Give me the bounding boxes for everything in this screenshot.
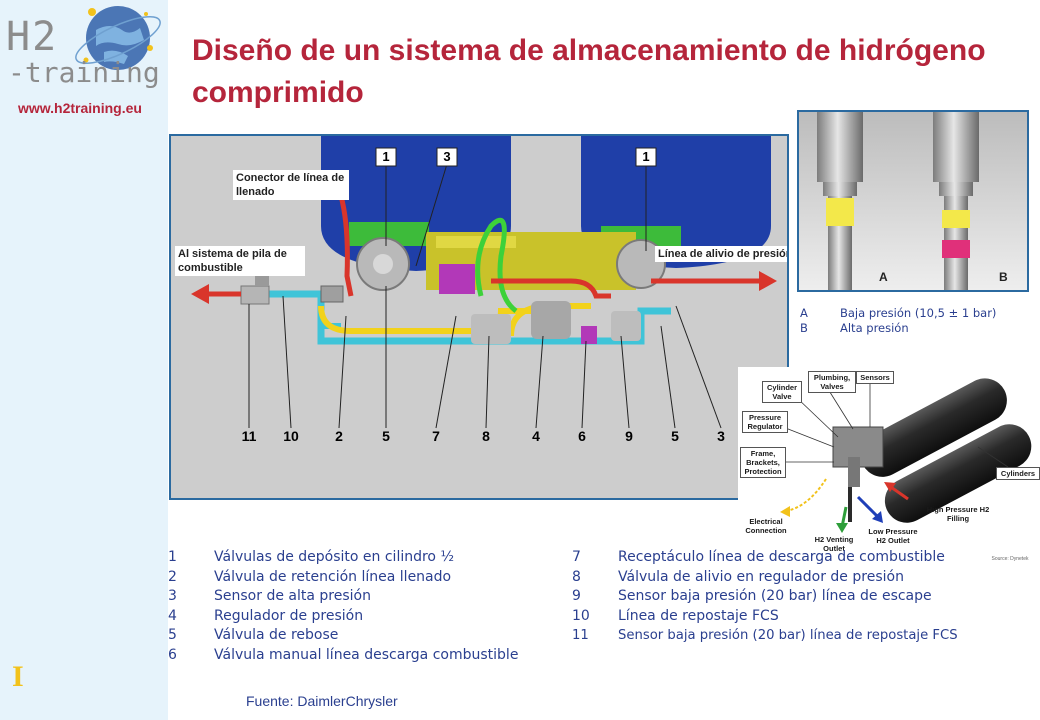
legend-item: 4 Regulador de presión (168, 607, 518, 627)
legend-text: Regulador de presión (214, 607, 364, 624)
tank-system-figure: Cylinder Valve Plumbing, Valves Sensors … (738, 367, 1040, 567)
bottom-number-9: 9 (625, 428, 633, 444)
tank-figure-source: Source: Dynetek (991, 556, 1029, 562)
tank-label-cylinders: Cylinders (996, 467, 1040, 480)
bottom-number-10: 10 (283, 428, 299, 444)
legend-text: Válvula de rebose (214, 627, 339, 643)
legend-num: 2 (168, 568, 177, 585)
page-title: Diseño de un sistema de almacenamiento d… (192, 34, 986, 109)
top-number-3: 3 (443, 149, 451, 164)
legend-text: Válvula de retención línea llenado (214, 568, 452, 585)
bottom-number-6: 6 (578, 428, 586, 444)
logo-url-link[interactable]: www.h2training.eu (18, 100, 142, 116)
pressure-legend-a-text: Baja presión (10,5 ± 1 bar) (840, 306, 997, 320)
top-number-1: 1 (382, 149, 390, 164)
legend-text: Válvula manual línea descarga combustibl… (214, 646, 519, 663)
legend-text: Sensor baja presión (20 bar) línea de re… (618, 628, 958, 643)
top-number-labels (375, 147, 657, 167)
legend-num: 10 (572, 607, 590, 624)
globe-logo-icon (75, 6, 161, 70)
bottom-number-5: 5 (382, 428, 390, 444)
legend-num: 4 (168, 607, 177, 624)
bottom-number-8: 8 (482, 428, 490, 444)
logo-h2-text: H2 (6, 14, 59, 60)
bottom-number-5b: 5 (671, 428, 679, 444)
tank-label-plumbing: Plumbing, Valves (808, 371, 856, 393)
pressure-legend-b: B Alta presión (800, 321, 909, 335)
legend-item: 11 Sensor baja presión (20 bar) línea de … (572, 626, 958, 646)
pressure-legend-b-key: B (800, 321, 808, 335)
legend-num: 1 (168, 549, 177, 565)
tank-label-high-pressure: High Pressure H2 Filling (926, 505, 990, 523)
legend-text: Sensor de alta presión (214, 588, 371, 604)
callout-filling-connector: Conector de línea de llenado (233, 170, 349, 200)
tank-cluster-illustration (738, 367, 1040, 567)
legend-text: Válvulas de depósito en cilindro ½ (214, 549, 455, 565)
storage-system-illustration (171, 136, 787, 498)
logo-training-text: -training (8, 56, 160, 89)
tank-label-venting: H2 Venting Outlet (814, 535, 854, 553)
sidebar (0, 0, 168, 720)
legend-num: 8 (572, 568, 581, 585)
legend-num: 6 (168, 646, 177, 663)
pressure-legend-b-text: Alta presión (840, 321, 909, 335)
callout-relief-line: Línea de alivio de presión (655, 246, 787, 262)
bottom-number-3: 3 (717, 428, 725, 444)
bottom-number-2: 2 (335, 428, 343, 444)
legend-num: 5 (168, 627, 177, 643)
tank-label-electrical: Electrical Connection (745, 517, 787, 535)
legend-item: 6 Válvula manual línea descarga combustib… (168, 646, 518, 666)
legend-num: 9 (572, 588, 581, 604)
pressure-fittings-photo: A B (797, 110, 1029, 292)
tank-label-frame: Frame, Brackets, Protection (740, 447, 786, 478)
legend-item: 7 Receptáculo línea de descarga de combus… (572, 548, 958, 568)
legend-text: Sensor baja presión (20 bar) línea de es… (618, 588, 932, 604)
pressure-legend-a: A Baja presión (10,5 ± 1 bar) (800, 306, 996, 320)
bottom-number-4: 4 (532, 428, 540, 444)
tank-label-sensors: Sensors (856, 371, 894, 384)
legend-num: 11 (572, 628, 589, 643)
h2-training-logo[interactable]: H2 -training (0, 0, 168, 98)
pressure-legend-a-key: A (800, 306, 808, 320)
legend-item: 2 Válvula de retención línea llenado (168, 568, 518, 588)
photo-label-b: B (999, 270, 1008, 284)
bottom-number-11: 11 (241, 428, 257, 444)
side-mark: I (12, 660, 24, 693)
legend-text: Válvula de alivio en regulador de presió… (618, 568, 904, 585)
storage-system-diagram: 1 3 1 11 10 2 5 7 8 4 6 9 5 3 Conector d… (169, 134, 789, 500)
legend-item: 1 Válvulas de depósito en cilindro ½ (168, 548, 518, 568)
tank-label-low-pressure: Low Pressure H2 Outlet (868, 527, 918, 545)
legend-item: 8 Válvula de alivio en regulador de presi… (572, 568, 958, 588)
tank-label-pressure-regulator: Pressure Regulator (742, 411, 788, 433)
photo-label-a: A (879, 270, 888, 284)
legend-num: 3 (168, 588, 177, 604)
legend-text: Receptáculo línea de descarga de combust… (618, 549, 945, 565)
top-number-1b: 1 (642, 149, 650, 164)
component-legend-right: 7 Receptáculo línea de descarga de combus… (572, 548, 958, 646)
callout-to-fuel-cell: Al sistema de pila de combustible (175, 246, 305, 276)
source-credit: Fuente: DaimlerChrysler (246, 693, 398, 709)
legend-num: 7 (572, 549, 581, 565)
bottom-number-7: 7 (432, 428, 440, 444)
tank-label-cylinder-valve: Cylinder Valve (762, 381, 802, 403)
legend-item: 10 Línea de repostaje FCS (572, 607, 958, 627)
legend-item: 3 Sensor de alta presión (168, 587, 518, 607)
legend-text: Línea de repostaje FCS (618, 607, 779, 624)
fittings-illustration (799, 112, 1027, 290)
legend-item: 5 Válvula de rebose (168, 626, 518, 646)
legend-item: 9 Sensor baja presión (20 bar) línea de e… (572, 587, 958, 607)
